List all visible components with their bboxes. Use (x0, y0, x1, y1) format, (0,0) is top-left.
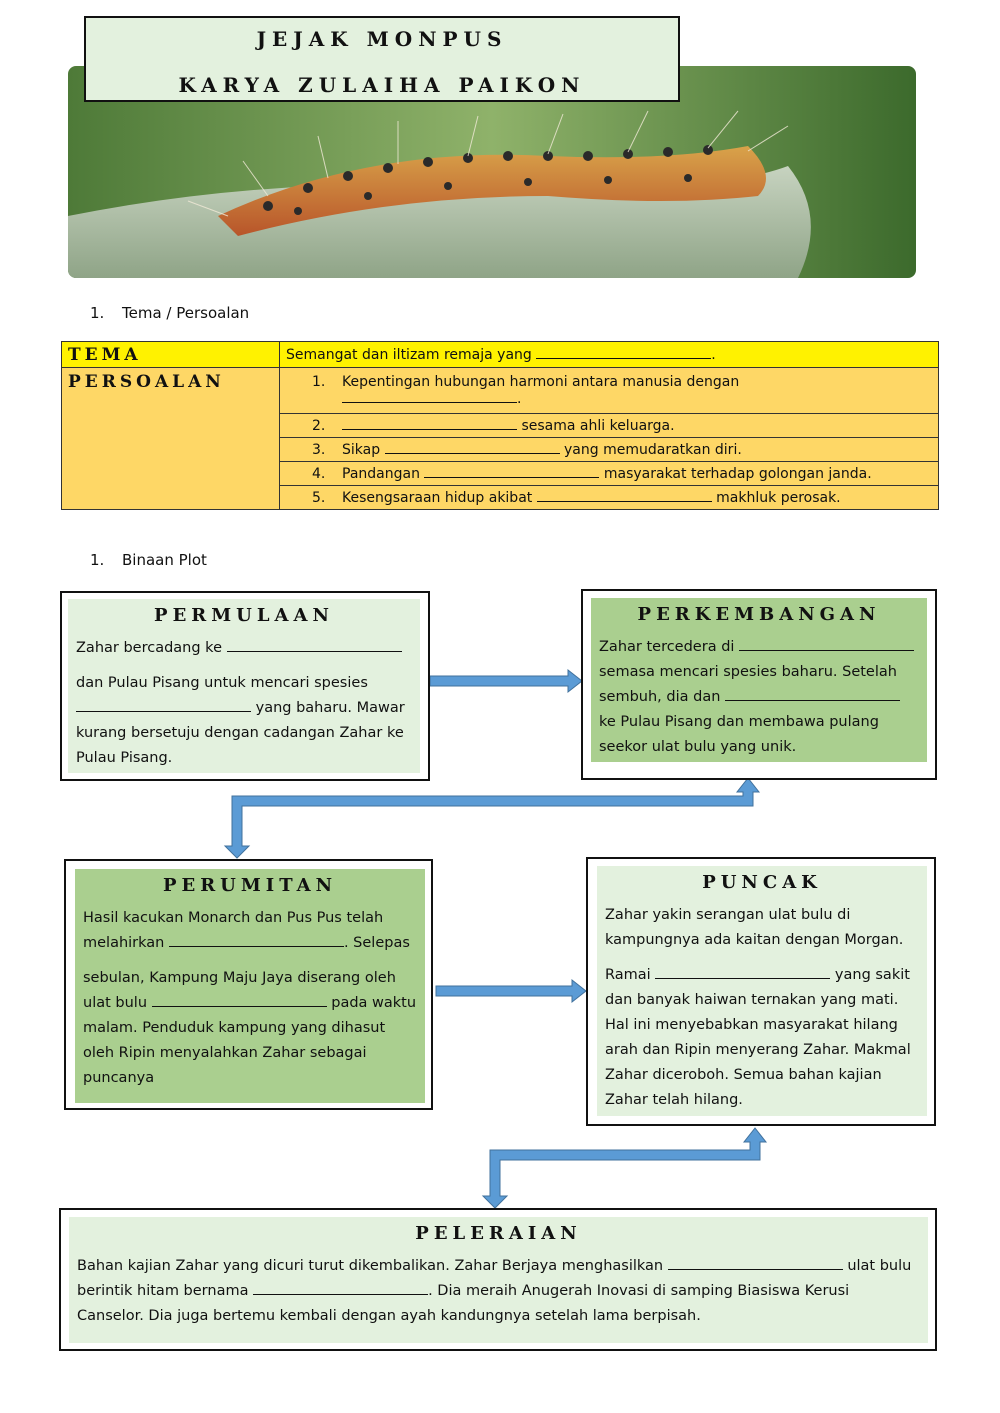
perkembangan-blank-2[interactable] (725, 688, 900, 701)
perkembangan-blank-1[interactable] (739, 638, 914, 651)
permulaan-title: PERMULAAN (76, 605, 412, 626)
puncak-panel: PUNCAK Zahar yakin serangan ulat bulu di… (597, 866, 927, 1116)
peleraian-frame: PELERAIAN Bahan kajian Zahar yang dicuri… (59, 1208, 937, 1351)
perumitan-text: Hasil kacukan Monarch dan Pus Pus telah … (83, 906, 417, 1091)
perumitan-blank-1[interactable] (169, 934, 344, 947)
perumitan-title: PERUMITAN (83, 875, 417, 896)
permulaan-text: Zahar bercadang ke dan Pulau Pisang untu… (76, 636, 412, 771)
arrow-elbow-icon (483, 1128, 766, 1208)
perkembangan-title: PERKEMBANGAN (599, 604, 919, 625)
peleraian-title: PELERAIAN (77, 1223, 920, 1244)
perkembangan-panel: PERKEMBANGAN Zahar tercedera di semasa m… (591, 598, 927, 762)
permulaan-blank-1[interactable] (227, 639, 402, 652)
puncak-text: Zahar yakin serangan ulat bulu di kampun… (605, 903, 919, 1113)
peleraian-blank-2[interactable] (253, 1282, 428, 1295)
arrow-right-icon (436, 980, 586, 1002)
peleraian-blank-1[interactable] (668, 1257, 843, 1270)
permulaan-blank-2[interactable] (76, 699, 251, 712)
permulaan-frame: PERMULAAN Zahar bercadang ke dan Pulau P… (60, 591, 430, 781)
puncak-title: PUNCAK (605, 872, 919, 893)
perkembangan-text: Zahar tercedera di semasa mencari spesie… (599, 635, 919, 760)
arrow-elbow-icon (225, 778, 759, 858)
peleraian-text: Bahan kajian Zahar yang dicuri turut dik… (77, 1254, 920, 1329)
peleraian-panel: PELERAIAN Bahan kajian Zahar yang dicuri… (69, 1217, 928, 1343)
arrow-right-icon (430, 670, 582, 692)
perkembangan-frame: PERKEMBANGAN Zahar tercedera di semasa m… (581, 589, 937, 780)
puncak-frame: PUNCAK Zahar yakin serangan ulat bulu di… (586, 857, 936, 1126)
perumitan-frame: PERUMITAN Hasil kacukan Monarch dan Pus … (64, 859, 433, 1110)
perumitan-panel: PERUMITAN Hasil kacukan Monarch dan Pus … (75, 869, 425, 1103)
perumitan-blank-2[interactable] (152, 994, 327, 1007)
puncak-blank-1[interactable] (655, 966, 830, 979)
permulaan-panel: PERMULAAN Zahar bercadang ke dan Pulau P… (68, 599, 420, 773)
